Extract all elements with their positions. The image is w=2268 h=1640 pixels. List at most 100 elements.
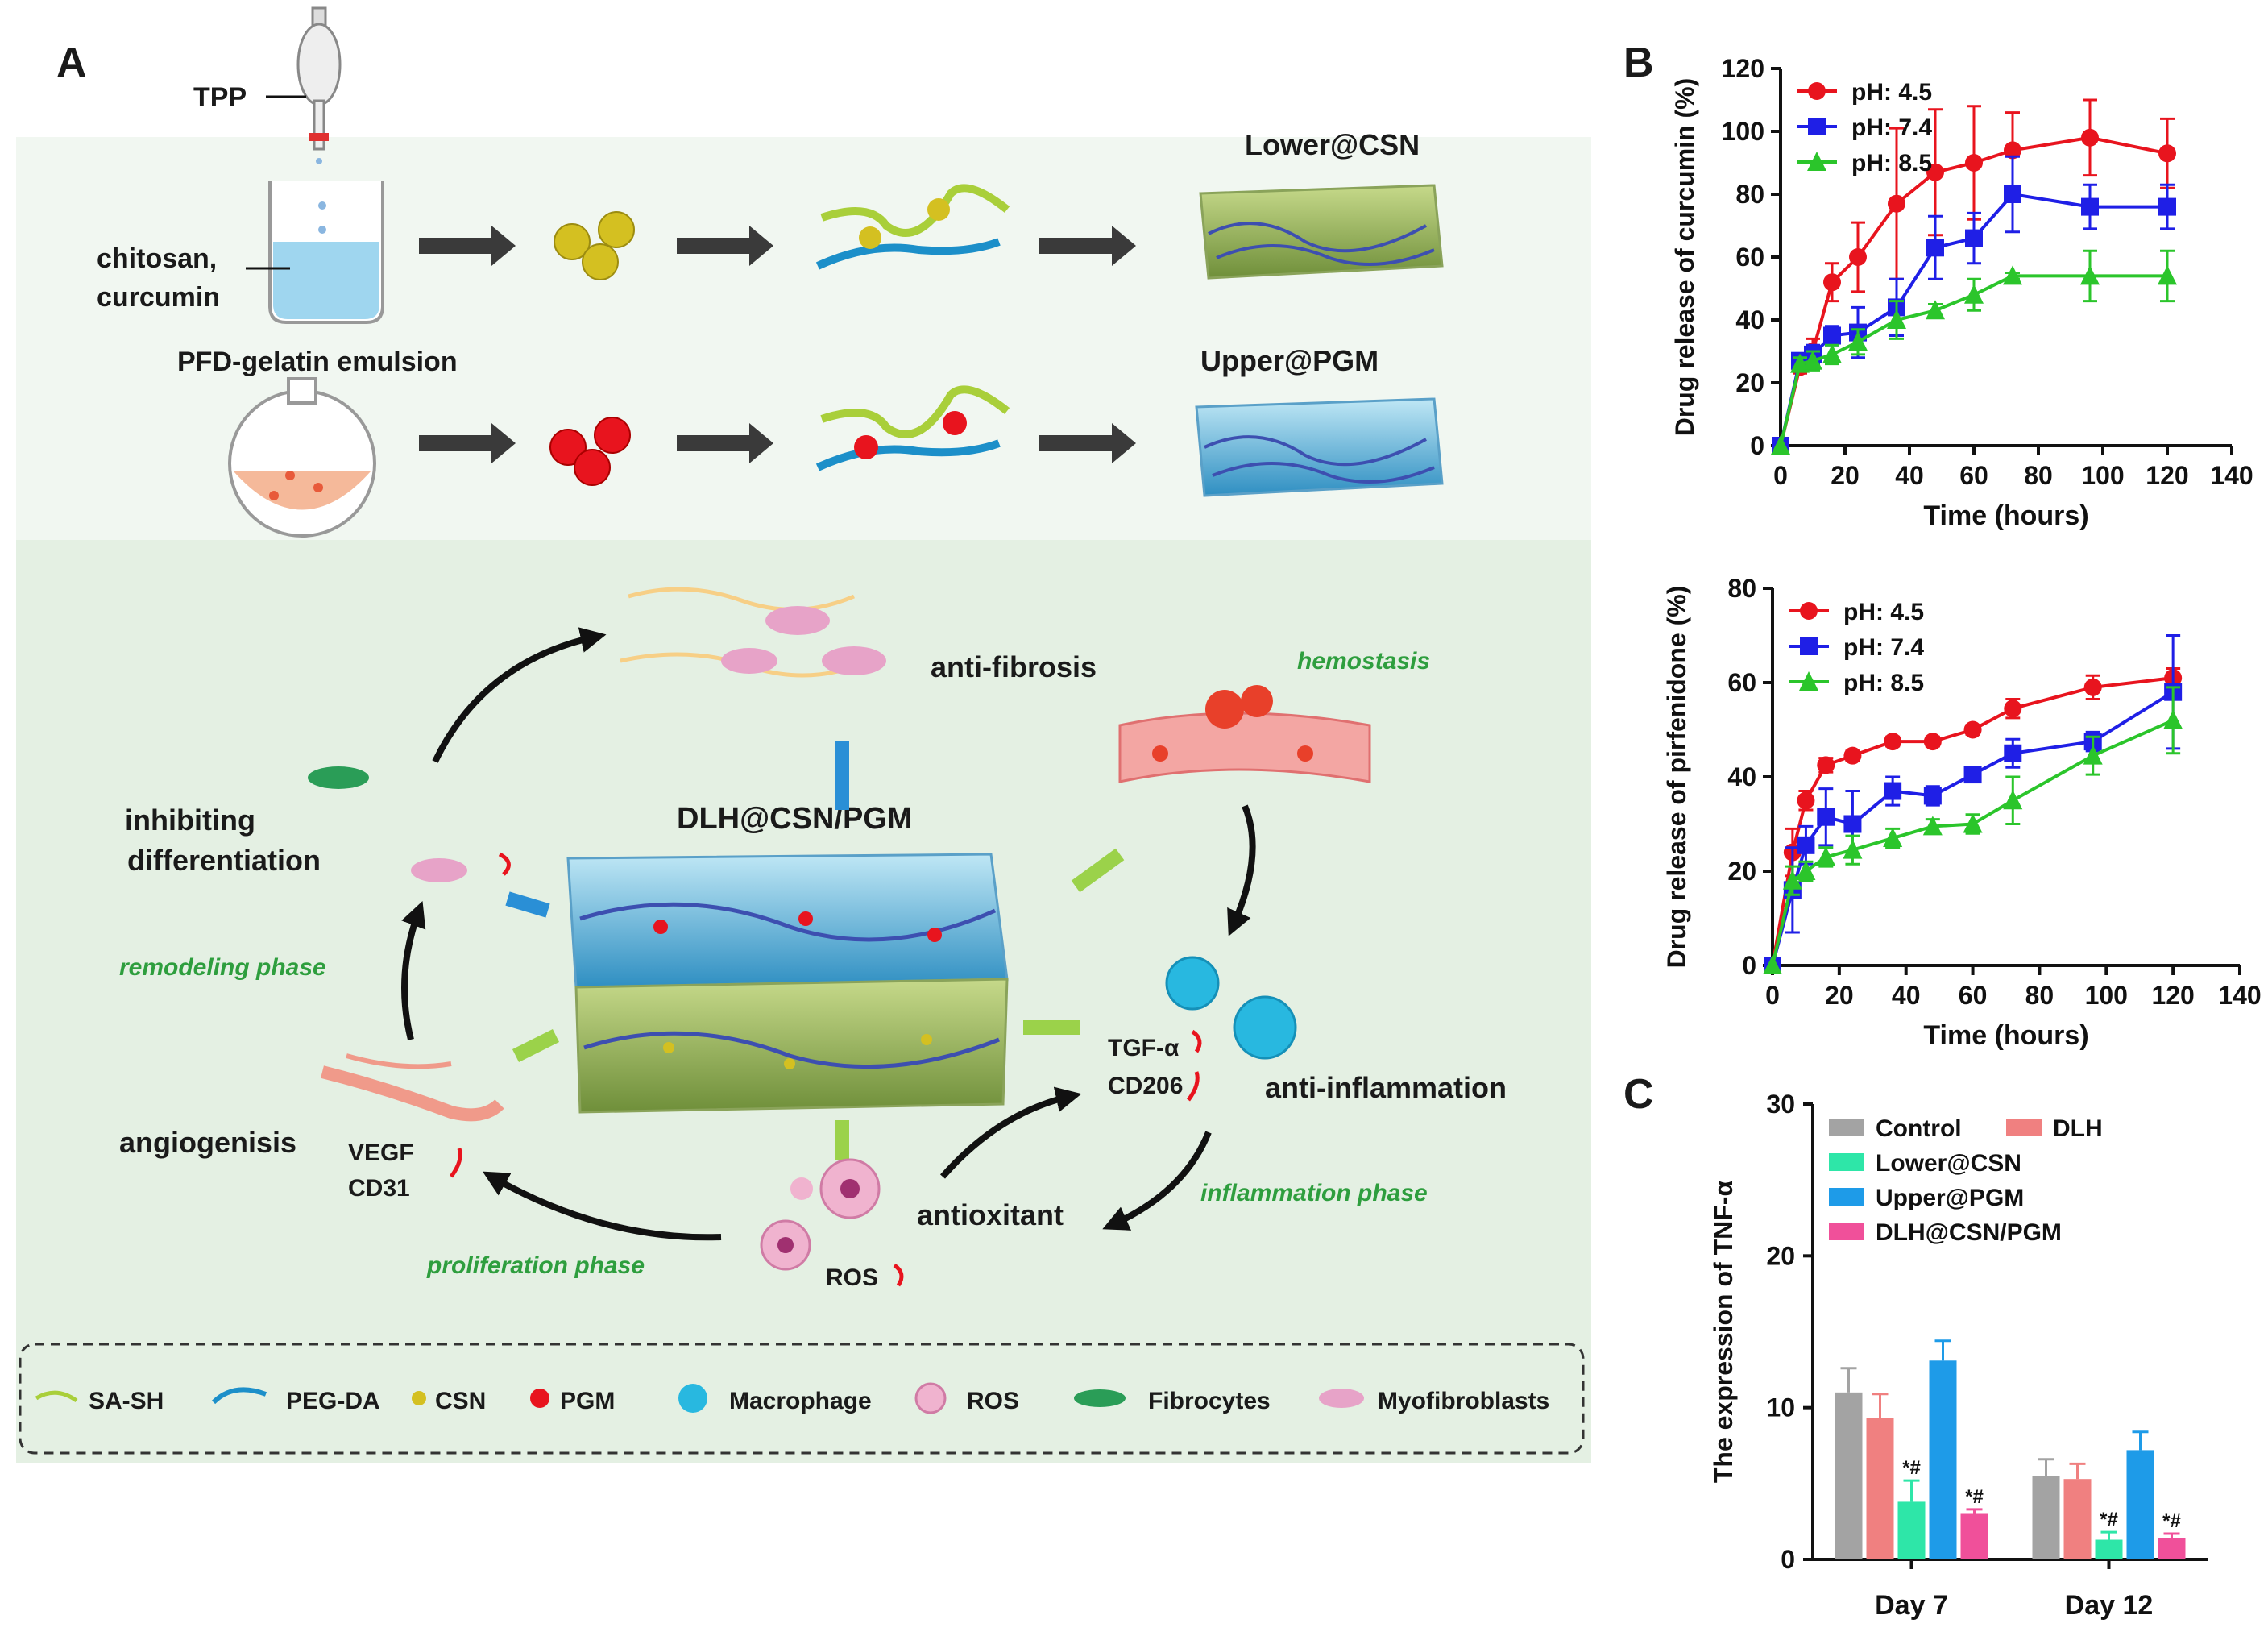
data-point	[2081, 197, 2099, 216]
y-tick-label: 0	[1750, 431, 1764, 460]
inhibiting-label-1: inhibiting	[125, 803, 255, 837]
tgf-label: TGF-α	[1108, 1035, 1180, 1061]
y-tick-label: 20	[1727, 857, 1756, 886]
legend-swatch	[2006, 1119, 2042, 1136]
x-axis-label: Time (hours)	[1923, 500, 2088, 531]
legend-marker	[1800, 637, 1818, 655]
data-point	[2158, 197, 2176, 216]
ros-cells-icon	[760, 1158, 881, 1271]
data-point	[2083, 745, 2103, 765]
up-down-indicators	[449, 852, 1202, 1287]
data-point	[1887, 309, 1906, 329]
legend-box	[19, 1343, 1585, 1455]
panel-a: A TPP chitosan, curcumin	[16, 6, 1591, 1463]
data-point	[2004, 744, 2022, 762]
x-tick-label: 40	[1892, 981, 1921, 1010]
polymer-pgm-icon	[815, 385, 1010, 471]
x-tick-label: 20	[1831, 461, 1860, 490]
legend-macrophage: Macrophage	[729, 1388, 872, 1414]
remodeling-label: remodeling phase	[119, 954, 326, 981]
bar	[2063, 1479, 2092, 1559]
legend-fibrocytes: Fibrocytes	[1148, 1388, 1271, 1414]
legend-marker	[1808, 118, 1826, 135]
legend-label: Upper@PGM	[1876, 1185, 2024, 1211]
emulsion-label: PFD-gelatin emulsion	[177, 347, 458, 377]
data-point	[1888, 194, 1905, 213]
data-point	[2158, 144, 2176, 163]
legend-swatch	[1829, 1223, 1864, 1240]
fibrocyte-cell-icon	[308, 766, 467, 882]
y-tick-label: 100	[1722, 117, 1764, 146]
cd31-label: CD31	[348, 1175, 410, 1202]
ros-label: ROS	[826, 1264, 878, 1291]
y-axis-label: Drug release of pirfenidone (%)	[1662, 586, 1691, 969]
data-point	[1884, 733, 1902, 751]
panel-a-label: A	[56, 39, 87, 86]
burette-icon	[296, 6, 342, 164]
data-point	[1816, 846, 1836, 866]
data-point	[2080, 265, 2100, 285]
data-point	[1923, 733, 1942, 751]
bar	[2126, 1450, 2154, 1559]
legend-myofibroblasts: Myofibroblasts	[1378, 1388, 1549, 1414]
data-point	[2004, 141, 2021, 160]
hemostasis-label: hemostasis	[1297, 648, 1430, 675]
lower-gel-block	[1199, 184, 1444, 280]
macrophage-icon	[1165, 956, 1297, 1060]
data-point	[1782, 870, 1802, 890]
data-point	[1843, 746, 1862, 765]
legend-label: DLH	[2053, 1115, 2103, 1142]
significance-label: *#	[2162, 1510, 2181, 1532]
category-label: Day 7	[1875, 1590, 1948, 1621]
y-tick-label: 0	[1742, 951, 1756, 980]
data-point	[2004, 700, 2022, 718]
data-point	[2081, 128, 2099, 147]
x-tick-label: 120	[2151, 981, 2194, 1010]
y-axis-label: Drug release of curcumin (%)	[1670, 78, 1699, 437]
bar	[1897, 1501, 1926, 1559]
bar	[1835, 1392, 1863, 1559]
data-point	[1963, 720, 1982, 739]
cd206-label: CD206	[1108, 1073, 1183, 1099]
x-tick-label: 60	[1959, 981, 1988, 1010]
x-tick-label: 140	[2218, 981, 2261, 1010]
y-tick-label: 30	[1766, 1090, 1795, 1119]
csn-particles-icon	[554, 211, 635, 280]
y-tick-label: 0	[1781, 1545, 1795, 1574]
blood-vessel-icon	[1118, 685, 1371, 783]
x-tick-label: 80	[2024, 461, 2053, 490]
lower-label: Lower@CSN	[1245, 128, 1420, 161]
y-tick-label: 80	[1735, 180, 1764, 209]
data-point	[1963, 813, 1983, 833]
panel-c-label: C	[1623, 1071, 1654, 1118]
legend-swatch	[1829, 1119, 1864, 1136]
data-point	[1848, 331, 1868, 351]
chitosan-label-2: curcumin	[97, 282, 220, 313]
anti-fibrosis-label: anti-fibrosis	[931, 650, 1097, 683]
significance-label: *#	[1902, 1457, 1921, 1479]
inflammation-label: inflammation phase	[1200, 1180, 1428, 1206]
data-point	[1883, 828, 1903, 848]
data-point	[1884, 782, 1902, 800]
data-point	[1771, 435, 1790, 455]
data-point	[1763, 955, 1782, 974]
category-label: Day 12	[2065, 1590, 2154, 1621]
y-axis-label: The expression of TNF-α	[1709, 1181, 1738, 1484]
y-tick-label: 80	[1727, 574, 1756, 603]
x-tick-label: 20	[1825, 981, 1854, 1010]
proliferation-label: proliferation phase	[426, 1252, 645, 1279]
legend-label: pH: 8.5	[1843, 670, 1924, 696]
data-point	[1822, 343, 1842, 363]
y-tick-label: 40	[1727, 762, 1756, 791]
data-point	[1849, 248, 1867, 266]
legend-label: pH: 7.4	[1843, 634, 1924, 661]
legend-marker	[1807, 152, 1826, 171]
y-tick-label: 10	[1766, 1393, 1795, 1422]
significance-label: *#	[1965, 1486, 1984, 1508]
legend-label: Lower@CSN	[1876, 1150, 2021, 1177]
bar	[2032, 1476, 2060, 1559]
y-tick-label: 40	[1735, 305, 1764, 334]
